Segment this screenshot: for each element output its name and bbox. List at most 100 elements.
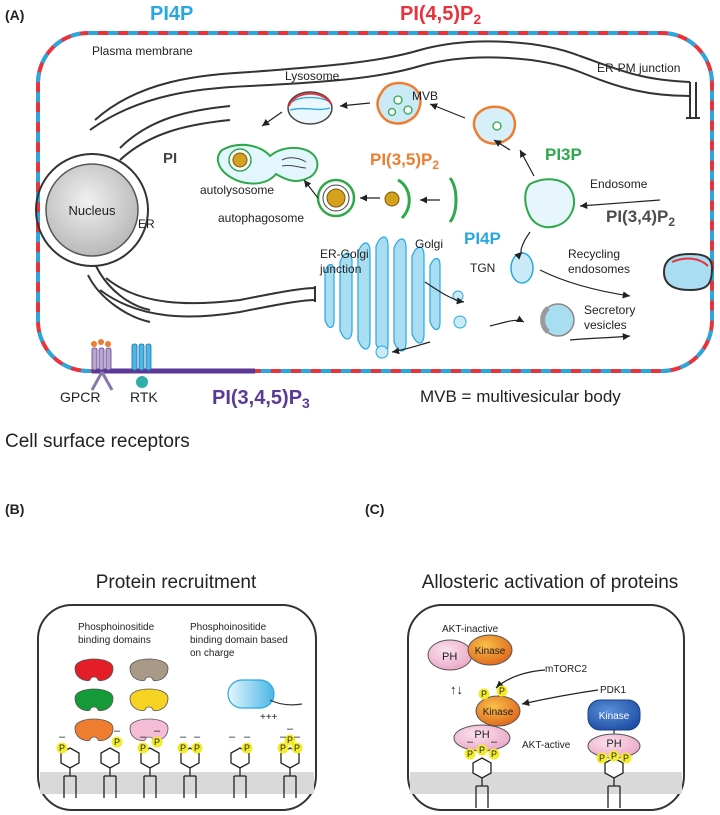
phospho-t308 — [478, 688, 490, 700]
svg-text:P: P — [194, 743, 200, 753]
recycling-endosome — [510, 252, 534, 284]
yellow-domain — [129, 688, 169, 712]
svg-text:P: P — [481, 689, 487, 699]
tgn-vesicle-2 — [453, 315, 467, 329]
charge-domain-label-1: Phosphoinositide — [190, 622, 267, 633]
panel-a: (A) PI4P PI(4,5)P2 Plasma membrane ER-PM… — [5, 3, 714, 452]
green-domain — [74, 688, 114, 712]
svg-text:–: – — [287, 723, 294, 735]
tgn-vesicle-3 — [375, 345, 389, 359]
er-label: ER — [138, 217, 155, 231]
svg-text:–: – — [244, 731, 251, 743]
gpcr-receptor — [90, 339, 114, 391]
panel-c: (C) Allosteric activation of proteins AK… — [365, 501, 685, 811]
er-golgi-label-2: junction — [319, 262, 361, 276]
svg-text:P: P — [611, 751, 617, 761]
svg-text:P: P — [140, 743, 146, 753]
membrane-bilayer-b — [40, 772, 314, 794]
binding-domains-label-2: binding domains — [78, 635, 151, 646]
panel-b-title: Protein recruitment — [96, 572, 257, 593]
mvb-label: MVB — [412, 89, 438, 103]
pdk1-label: PDK1 — [600, 685, 627, 696]
orange-domain — [74, 718, 114, 742]
phospho-s473 — [496, 685, 508, 697]
er-network — [87, 40, 700, 323]
svg-text:P: P — [294, 743, 300, 753]
svg-text:P: P — [244, 743, 250, 753]
autolysosome-label: autolysosome — [200, 183, 274, 197]
trafficking-arrows — [261, 101, 661, 355]
akt-active-label: AKT-active — [522, 740, 571, 751]
binding-domains — [74, 658, 169, 742]
pip3-label: PI(3,4,5)P3 — [212, 387, 310, 411]
recycling-label-1: Recycling — [568, 247, 620, 261]
panel-c-label: (C) — [365, 501, 384, 517]
membrane-bilayer-c — [410, 772, 682, 794]
er-golgi-label-1: ER-Golgi — [320, 247, 369, 261]
pi-label: PI — [163, 150, 177, 167]
svg-text:P: P — [479, 745, 485, 755]
minus-charges-b: – – – – – – – – – – – — [59, 723, 301, 743]
rtk-label: RTK — [130, 389, 158, 405]
akt-inactive-label: AKT-inactive — [442, 624, 499, 635]
svg-text:P: P — [59, 743, 65, 753]
kinase-active — [475, 695, 521, 727]
panel-b-label: (B) — [5, 501, 24, 517]
svg-text:–: – — [59, 731, 66, 743]
phosphate-groups-b: P P P P P P P P P P — [56, 734, 303, 754]
panel-a-label: (A) — [5, 7, 24, 23]
secretory-label-1: Secretory — [584, 303, 635, 317]
kinase-active-label: Kinase — [483, 707, 514, 718]
plasma-membrane-pi4p-dashes — [36, 31, 714, 373]
kinase-inactive-label: Kinase — [475, 646, 506, 657]
svg-text:P: P — [491, 749, 497, 759]
svg-text:–: – — [229, 731, 236, 743]
charge-domain-label-3: on charge — [190, 648, 235, 659]
lysosome — [287, 91, 333, 125]
grey-domain — [129, 658, 169, 682]
svg-text:–: – — [491, 736, 498, 748]
kinase-inactive — [467, 634, 513, 666]
isolation-membrane — [448, 177, 458, 223]
golgi-stack — [324, 236, 441, 354]
nucleus — [45, 163, 139, 257]
nucleus-label: Nucleus — [69, 203, 116, 218]
svg-text:–: – — [114, 725, 121, 737]
phosphate-groups-c: P P P P P P — [464, 744, 632, 764]
panel-b: (B) Protein recruitment Phosphoinositide… — [5, 501, 317, 811]
svg-text:P: P — [287, 735, 293, 745]
svg-text:P: P — [599, 753, 605, 763]
pdk1-ph-label: PH — [606, 738, 621, 750]
pdk1-kinase-label: Kinase — [599, 711, 630, 722]
panel-c-title: Allosteric activation of proteins — [422, 572, 679, 593]
binding-domains-label-1: Phosphoinositide — [78, 622, 155, 633]
svg-text:–: – — [140, 731, 147, 743]
endosome — [524, 178, 575, 229]
svg-text:P: P — [114, 737, 120, 747]
svg-text:–: – — [280, 731, 287, 743]
endocytic-pit — [662, 252, 714, 292]
red-domain — [74, 658, 114, 682]
er-pm-junction-label: ER-PM junction — [597, 61, 680, 75]
mvb-definition: MVB = multivesicular body — [420, 387, 621, 406]
svg-text:P: P — [280, 743, 286, 753]
pi3p-label: PI3P — [545, 145, 582, 164]
phagophore — [397, 178, 411, 220]
pdk1-arrow — [521, 689, 599, 706]
pi35p2-label: PI(3,5)P2 — [370, 150, 439, 172]
ph-inactive-label: PH — [442, 651, 457, 663]
golgi-pi4p-label: PI4P — [464, 229, 501, 248]
tgn-label: TGN — [470, 261, 495, 275]
svg-text:–: – — [180, 731, 187, 743]
charge-mark: +++ — [260, 712, 278, 723]
svg-text:–: – — [154, 725, 161, 737]
rtk-receptor — [131, 343, 152, 388]
mtorc2-label: mTORC2 — [545, 664, 587, 675]
svg-text:P: P — [467, 749, 473, 759]
nuclear-envelope — [35, 153, 149, 267]
pi4p-header: PI4P — [150, 3, 193, 25]
endosome-label: Endosome — [590, 177, 648, 191]
svg-text:P: P — [154, 737, 160, 747]
plasma-membrane-label: Plasma membrane — [92, 44, 193, 58]
